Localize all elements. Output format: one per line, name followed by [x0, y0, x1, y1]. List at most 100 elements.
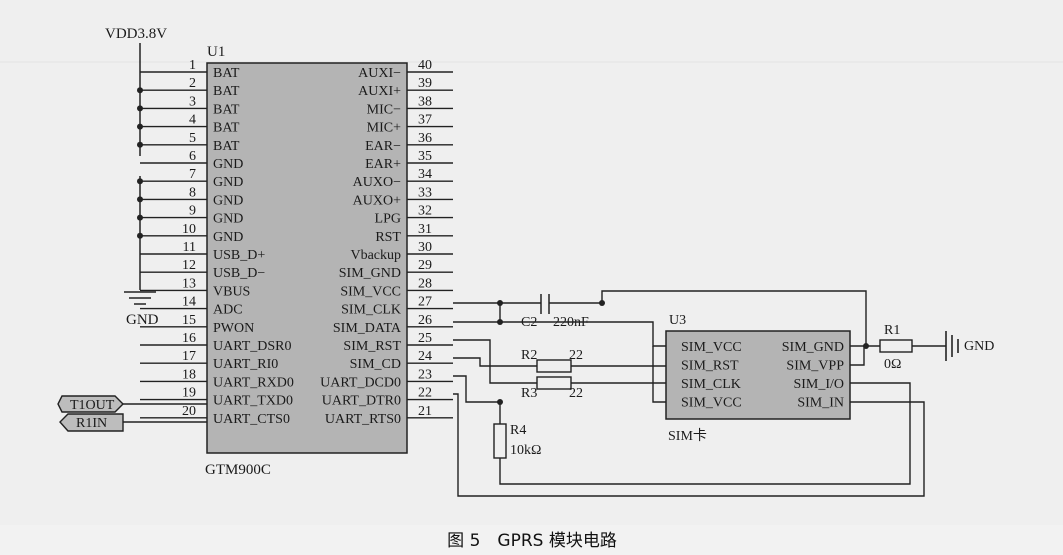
- u1-left-pin-3-number: 3: [189, 94, 196, 109]
- u1-right-pin-40-number: 40: [418, 58, 432, 73]
- u1-right-pin-38-name: MIC−: [367, 102, 401, 117]
- u1-left-pin-2-number: 2: [189, 76, 196, 91]
- power-label: VDD3.8V: [105, 26, 167, 42]
- u1-right-pin-28-name: SIM_VCC: [340, 284, 401, 299]
- svg-text:R1IN: R1IN: [76, 416, 107, 431]
- u1-part: GTM900C: [205, 462, 271, 478]
- u1-right-pin-27-number: 27: [418, 295, 432, 310]
- net-label-r1in: R1IN: [59, 413, 124, 432]
- wire-junctions: [497, 300, 869, 405]
- resistor-r3: [536, 376, 572, 390]
- u1-right-pin-28-number: 28: [418, 276, 432, 291]
- u1-right-pin-36-number: 36: [418, 131, 432, 146]
- u1-right-pin-33-number: 33: [418, 185, 432, 200]
- u1-right-pin-39-name: AUXI+: [358, 84, 401, 99]
- u1-right-pin-39-number: 39: [418, 76, 432, 91]
- u1-left-pin-19-name: UART_TXD0: [213, 394, 293, 409]
- u1-right-pin-37-number: 37: [418, 113, 432, 128]
- rail-junctions: [137, 87, 143, 239]
- r4-ref: R4: [510, 423, 526, 438]
- u3-body: [665, 330, 851, 420]
- u1-left-pin-19-number: 19: [182, 386, 196, 401]
- u1-left-pin-20-number: 20: [182, 404, 196, 419]
- u1-left-pin-17-number: 17: [182, 349, 196, 364]
- u3-right-pin-1-name: SIM_GND: [782, 340, 844, 355]
- u3-part: SIM卡: [668, 428, 707, 444]
- u1-right-pin-30-name: Vbackup: [350, 248, 401, 263]
- u1-left-pin-12-name: USB_D−: [213, 266, 265, 281]
- u1-left-pin-11-number: 11: [183, 240, 196, 255]
- u1-left-pin-6-number: 6: [189, 149, 196, 164]
- u3-left-pin-4-name: SIM_VCC: [681, 396, 742, 411]
- u1-right-pin-27-name: SIM_CLK: [341, 303, 401, 318]
- u3-pins: SIM_VCCSIM_RSTSIM_CLKSIM_VCCSIM_GNDSIM_V…: [681, 340, 844, 411]
- u1-right-pin-35-number: 35: [418, 149, 432, 164]
- u1-ref: U1: [207, 44, 225, 60]
- u1-left-pin-4-number: 4: [189, 113, 196, 128]
- rail-junction-8: [137, 196, 143, 203]
- u3-ref: U3: [669, 313, 686, 328]
- u1-left-pin-16-number: 16: [182, 331, 196, 346]
- u1-right-pin-23-name: UART_DCD0: [320, 375, 401, 390]
- u1-left-pin-3-name: BAT: [213, 102, 240, 117]
- u1-right-pin-32-name: LPG: [375, 212, 401, 227]
- u1-left-pin-15-name: PWON: [213, 321, 254, 336]
- u1-left-pin-8-number: 8: [189, 185, 196, 200]
- u1-right-pin-26-name: SIM_DATA: [333, 321, 402, 336]
- rail-junction-2: [137, 87, 143, 94]
- capacitor-c2: [540, 294, 550, 314]
- r1-ref: R1: [884, 323, 900, 338]
- u1-right-pin-21-number: 21: [418, 404, 432, 419]
- rail-junction-4: [137, 123, 143, 130]
- u3-left-pin-2-name: SIM_RST: [681, 359, 739, 374]
- u1-right-pin-30-number: 30: [418, 240, 432, 255]
- u1-left-pin-6-name: GND: [213, 157, 243, 172]
- rail-junction-7: [137, 178, 143, 185]
- background-scan-texture: [0, 61, 1063, 63]
- u1-left-pin-1-number: 1: [189, 58, 196, 73]
- u1-body: [206, 62, 408, 454]
- r3-ref: R3: [521, 386, 537, 401]
- u1-right-pin-21-name: UART_RTS0: [325, 412, 401, 427]
- u1-right-pin-25-name: SIM_RST: [343, 339, 401, 354]
- r1-value: 0Ω: [884, 357, 901, 372]
- u1-left-pin-14-number: 14: [182, 295, 196, 310]
- u1-left-pin-18-number: 18: [182, 367, 196, 382]
- u1-pins: 1BAT2BAT3BAT4BAT5BAT6GND7GND8GND9GND10GN…: [140, 58, 453, 427]
- r2-ref: R2: [521, 348, 537, 363]
- u1-right-pin-32-number: 32: [418, 204, 432, 219]
- u1-right-pin-36-name: EAR−: [365, 139, 401, 154]
- u1-left-pin-5-name: BAT: [213, 139, 240, 154]
- u1-right-pin-29-name: SIM_GND: [339, 266, 401, 281]
- u1-left-pin-17-name: UART_RI0: [213, 357, 278, 372]
- u1-right-pin-34-name: AUXO−: [353, 175, 401, 190]
- u1-right-pin-38-number: 38: [418, 94, 432, 109]
- u1-right-pin-24-number: 24: [418, 349, 432, 364]
- u1-left-pin-4-name: BAT: [213, 121, 240, 136]
- u1-left-pin-9-name: GND: [213, 212, 243, 227]
- u1-left-pin-10-number: 10: [182, 222, 196, 237]
- u1-left-pin-8-name: GND: [213, 193, 243, 208]
- u1-right-pin-33-name: AUXO+: [353, 193, 401, 208]
- u1-left-pin-12-number: 12: [182, 258, 196, 273]
- u1-left-pin-5-number: 5: [189, 131, 196, 146]
- u1-left-pin-20-name: UART_CTS0: [213, 412, 290, 427]
- u1-right-pin-31-name: RST: [375, 230, 401, 245]
- r2-value: 22: [569, 348, 583, 363]
- u1-right-pin-34-number: 34: [418, 167, 432, 182]
- u1-right-pin-31-number: 31: [418, 222, 432, 237]
- u1-left-pin-11-name: USB_D+: [213, 248, 265, 263]
- u1-right-pin-25-number: 25: [418, 331, 432, 346]
- u1-left-pin-18-name: UART_RXD0: [213, 375, 294, 390]
- figure-caption: 图 5 GPRS 模块电路: [447, 531, 617, 551]
- u1-left-pin-2-name: BAT: [213, 84, 240, 99]
- u3-left-pin-1-name: SIM_VCC: [681, 340, 742, 355]
- rail-junction-3: [137, 105, 143, 112]
- r3-value: 22: [569, 386, 583, 401]
- ground-symbol-right: [945, 331, 959, 361]
- rail-junction-10: [137, 232, 143, 239]
- resistor-r1: [879, 339, 913, 353]
- svg-text:T1OUT: T1OUT: [70, 398, 115, 413]
